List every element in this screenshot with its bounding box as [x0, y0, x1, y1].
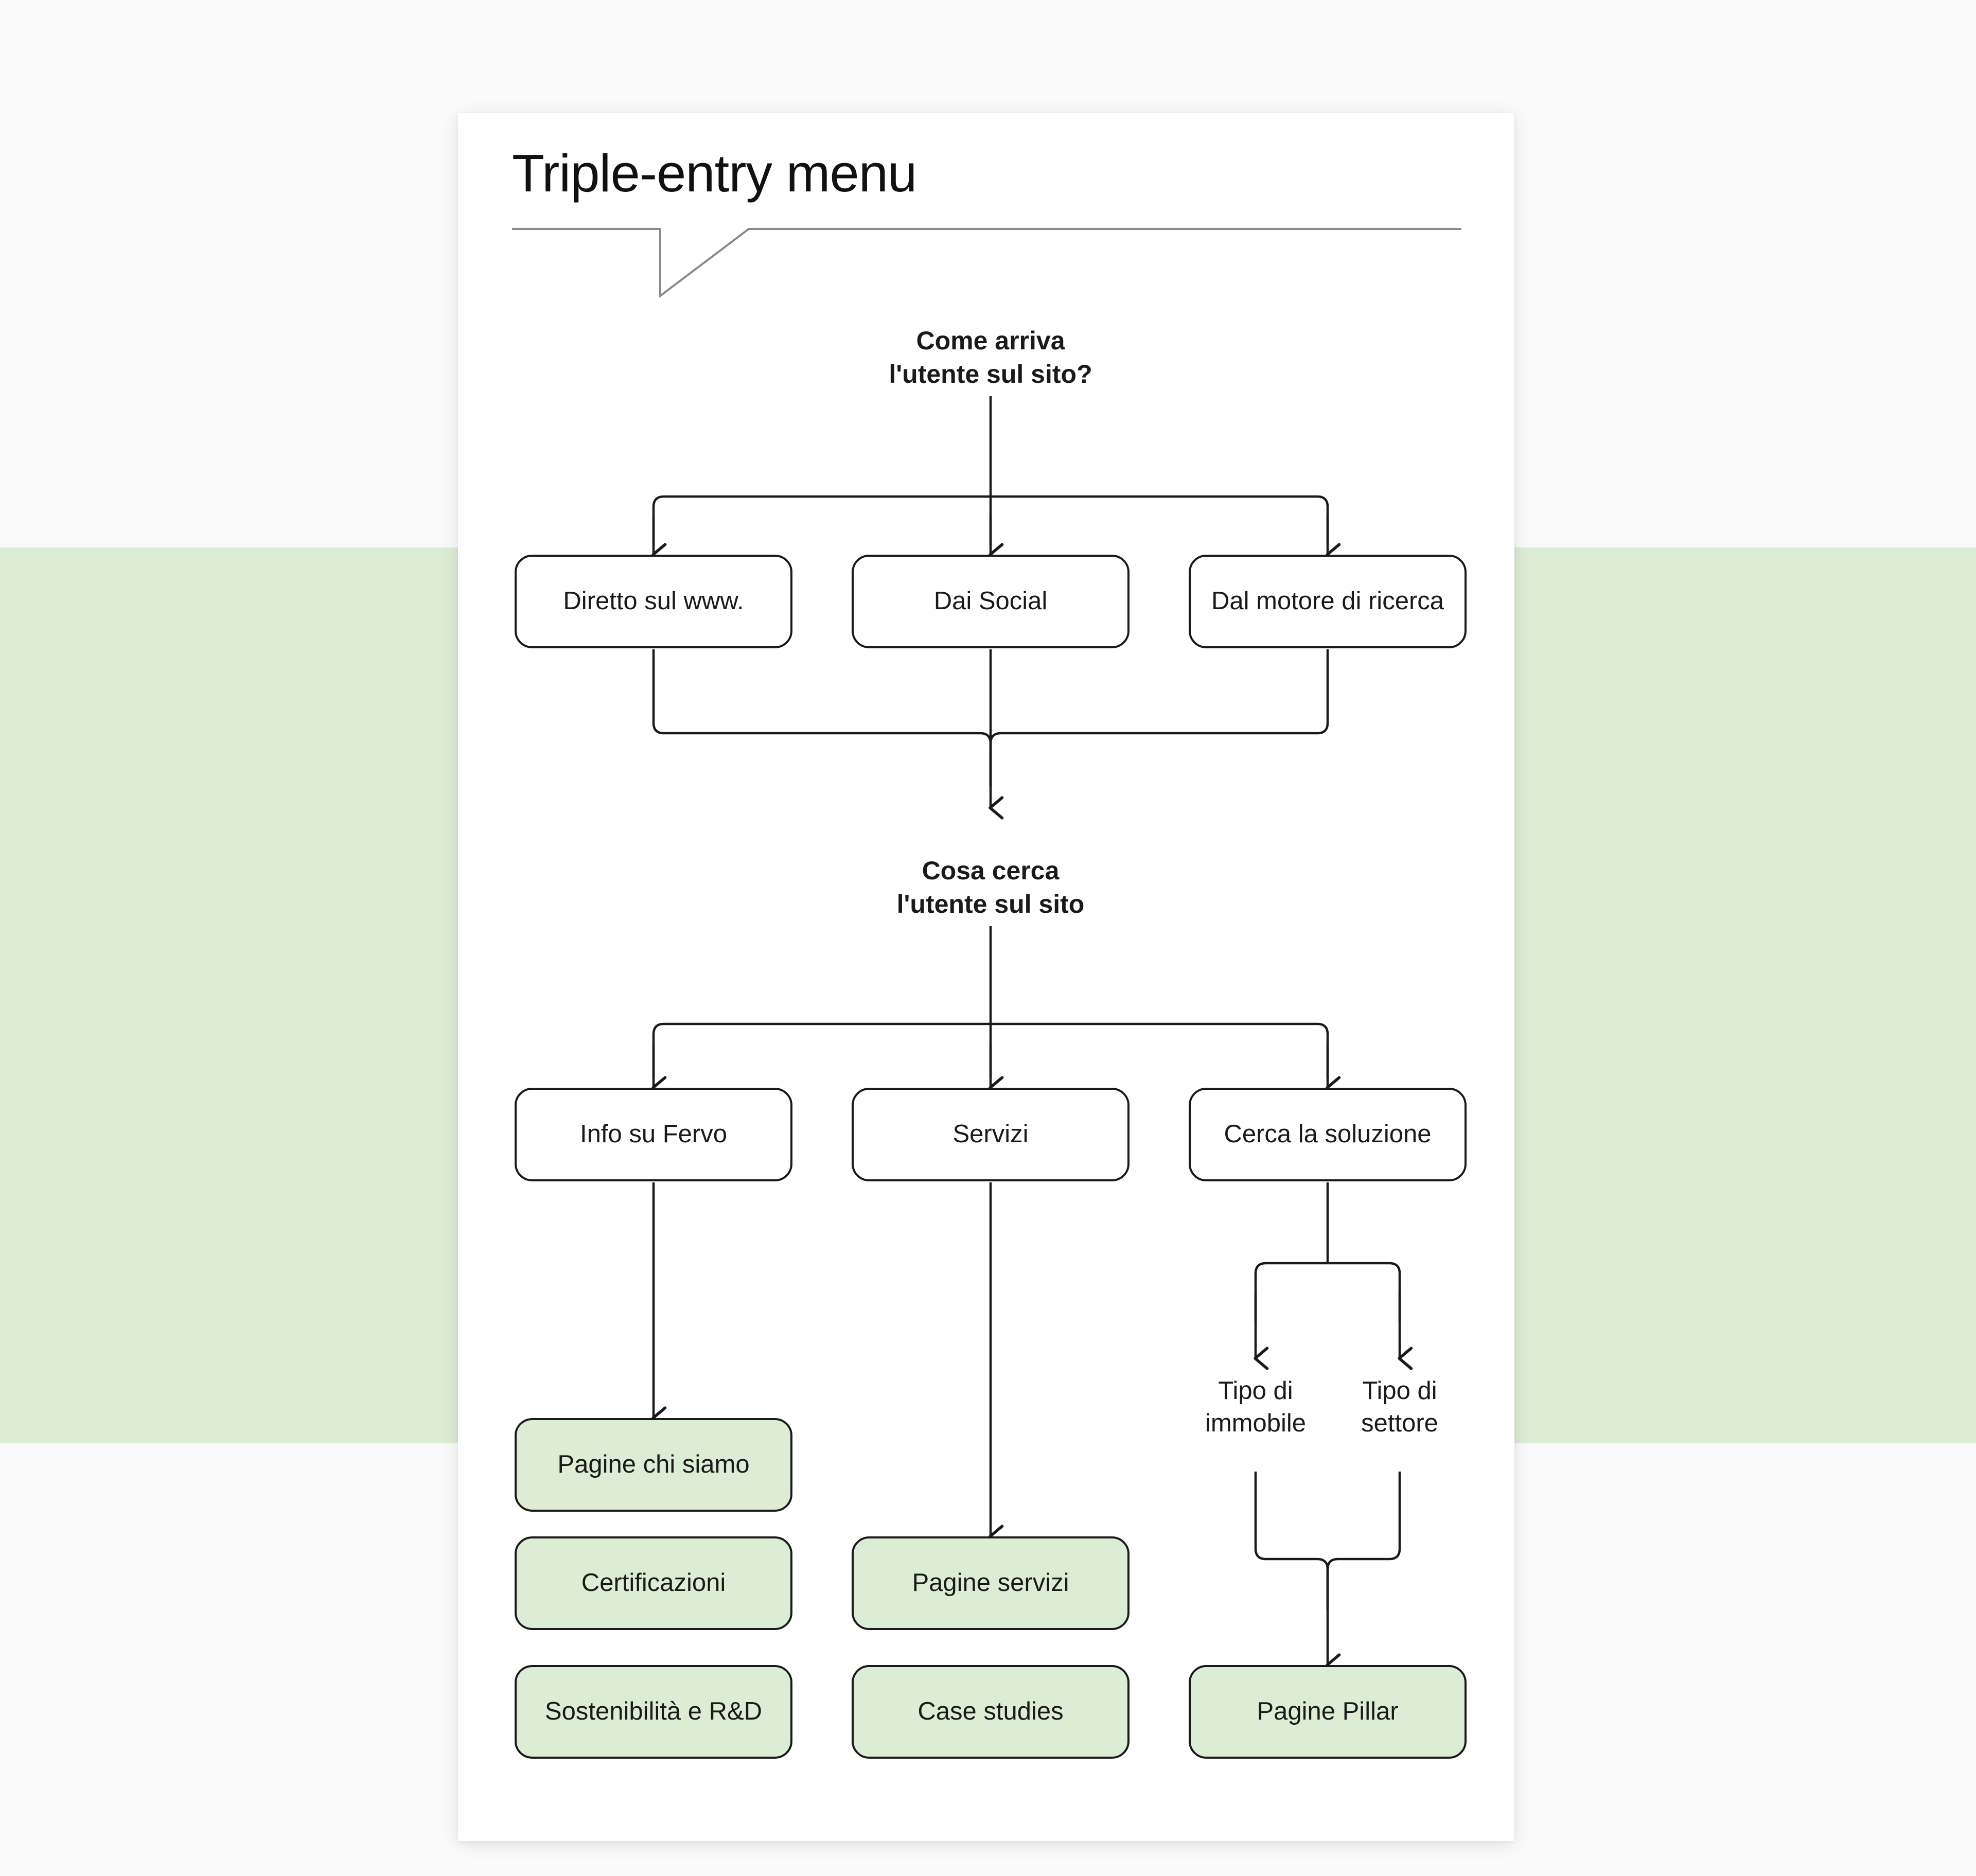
node-pagine-servizi[interactable]: Pagine servizi [852, 1536, 1130, 1630]
node-dai-social[interactable]: Dai Social [852, 555, 1130, 648]
node-certificazioni[interactable]: Certificazioni [515, 1536, 792, 1630]
node-sostenibilita-e-rd[interactable]: Sostenibilità e R&D [515, 1665, 792, 1759]
node-info-su-fervo[interactable]: Info su Fervo [515, 1088, 792, 1181]
label-tipo-di-settore: Tipo di settore [1361, 1377, 1438, 1437]
node-cerca-la-soluzione[interactable]: Cerca la soluzione [1189, 1088, 1467, 1181]
node-dal-motore-di-ricerca[interactable]: Dal motore di ricerca [1189, 555, 1467, 648]
node-servizi[interactable]: Servizi [852, 1088, 1130, 1181]
header-divider [512, 228, 1461, 298]
node-case-studies[interactable]: Case studies [852, 1665, 1130, 1759]
node-diretto-sul-www[interactable]: Diretto sul www. [515, 555, 792, 648]
question-label-2: Cosa cerca l'utente sul sito [896, 856, 1085, 918]
node-pagine-chi-siamo[interactable]: Pagine chi siamo [515, 1418, 792, 1512]
page-title: Triple-entry menu [512, 144, 917, 203]
question-label-1: Come arriva l'utente sul sito? [889, 326, 1092, 388]
node-pagine-pillar[interactable]: Pagine Pillar [1189, 1665, 1467, 1759]
label-tipo-di-immobile: Tipo di immobile [1205, 1377, 1307, 1437]
